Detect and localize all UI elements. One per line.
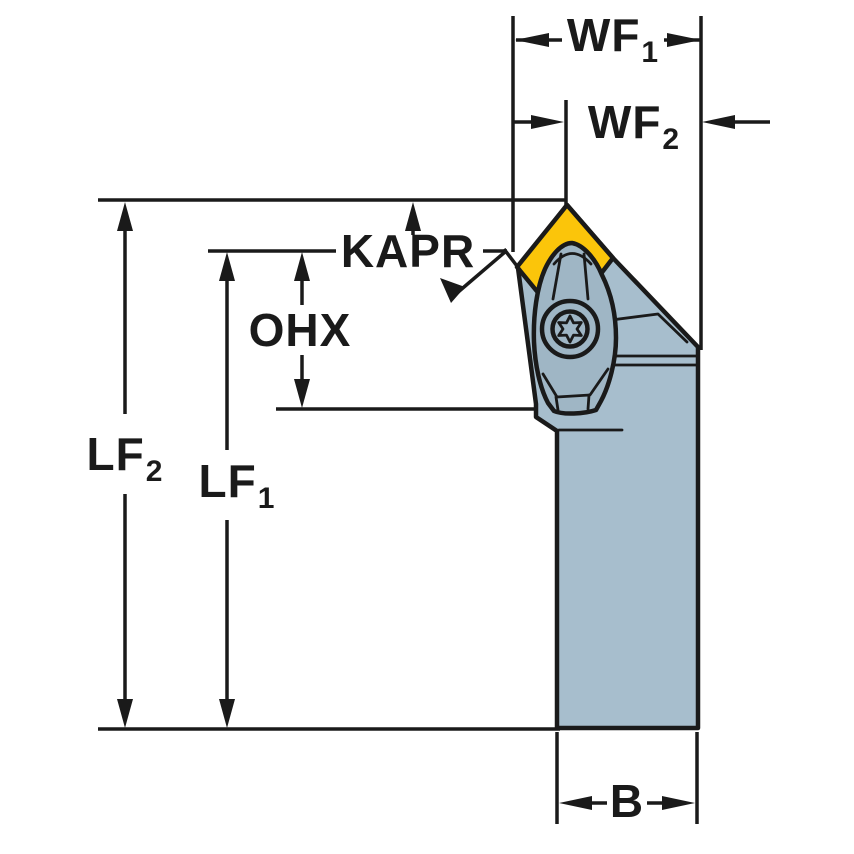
- clamp-foot-left: [554, 395, 560, 412]
- dim-label-b-base: B: [609, 775, 645, 827]
- clamp-lower-facet: [541, 367, 610, 399]
- dim-label-ohx-base: OHX: [248, 304, 352, 356]
- wf1-arrowhead-left: [515, 33, 549, 47]
- dim-label-wf2: WF2: [588, 99, 680, 155]
- dim-label-wf1-sub: 1: [641, 36, 660, 69]
- b-arrowhead-right: [662, 796, 695, 810]
- lf1-dimension: [219, 252, 235, 728]
- dim-label-b: B: [610, 778, 644, 824]
- dim-label-lf2-base: LF: [86, 428, 145, 480]
- ohx-top-arrowhead: [294, 252, 310, 281]
- lf1-top-arrowhead: [219, 252, 235, 281]
- wf2-arrowhead-left: [531, 115, 564, 129]
- kapr-up-arrowhead: [405, 202, 421, 231]
- ohx-bottom-arrowhead: [294, 379, 310, 408]
- dim-label-wf2-base: WF: [587, 96, 662, 148]
- dim-label-lf2: LF2: [87, 431, 164, 487]
- dim-label-wf1-base: WF: [566, 9, 641, 61]
- wf2-arrowhead-right: [702, 115, 735, 129]
- kapr-annotation: [405, 202, 522, 303]
- kapr-angle-leader: [455, 250, 507, 295]
- dim-label-lf1-base: LF: [198, 455, 257, 507]
- clamp-nose-facet: [552, 252, 593, 266]
- dim-label-lf2-sub: 2: [145, 455, 164, 488]
- b-arrowhead-left: [559, 796, 592, 810]
- screw-head-circle: [550, 309, 590, 349]
- insert-clamp: [531, 240, 619, 416]
- dim-label-lf1-sub: 1: [257, 482, 276, 515]
- clamp-ridge-left: [551, 252, 563, 301]
- ohx-dimension: [294, 252, 310, 408]
- wf2-dimension: [514, 115, 770, 129]
- dim-label-wf1: WF1: [567, 12, 659, 68]
- torx-socket-icon: [557, 314, 583, 344]
- b-dimension: [559, 796, 695, 810]
- dim-label-lf1: LF1: [199, 458, 276, 514]
- clamp-screw: [539, 298, 601, 360]
- clamp-foot-right: [586, 393, 591, 411]
- clamp-ridge-right: [582, 252, 590, 301]
- lf2-top-arrowhead: [117, 202, 133, 231]
- lf2-dimension: [117, 202, 133, 728]
- dim-label-kapr: KAPR: [341, 228, 475, 274]
- dim-label-wf2-sub: 2: [662, 123, 681, 156]
- kapr-angle-arrowhead: [440, 278, 465, 303]
- lf1-bottom-arrowhead: [219, 699, 235, 728]
- lf2-bottom-arrowhead: [117, 699, 133, 728]
- dim-label-ohx: OHX: [249, 307, 352, 353]
- wf1-dimension: [515, 33, 701, 47]
- wf1-arrowhead-right: [667, 33, 701, 47]
- dim-label-kapr-base: KAPR: [340, 225, 476, 277]
- kapr-cutting-edge-extension: [502, 247, 522, 272]
